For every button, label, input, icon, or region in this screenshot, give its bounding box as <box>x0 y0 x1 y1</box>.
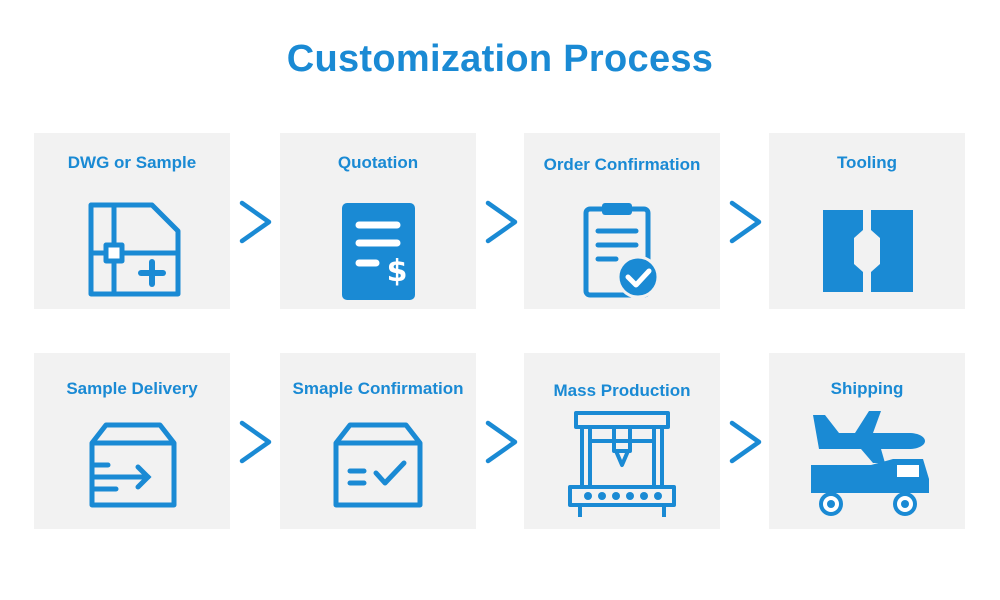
step-card-quotation: Quotation $ <box>280 133 476 309</box>
step-label: Shipping <box>830 379 904 398</box>
step-card-tooling: Tooling <box>769 133 965 309</box>
drawing-icon <box>88 202 181 297</box>
chevron-right-icon <box>729 420 762 464</box>
step-label: DWG or Sample <box>67 153 197 172</box>
box-check-icon <box>333 422 423 508</box>
box-delivery-icon <box>89 422 177 508</box>
svg-text:$: $ <box>387 254 408 289</box>
production-machine-icon <box>568 411 676 517</box>
chevron-right-icon <box>485 200 518 244</box>
step-card-shipping: Shipping <box>769 353 965 529</box>
clipboard-check-icon <box>583 203 660 299</box>
chevron-right-icon <box>485 420 518 464</box>
step-card-dwg-or-sample: DWG or Sample <box>34 133 230 309</box>
step-card-sample-delivery: Sample Delivery <box>34 353 230 529</box>
chevron-right-icon <box>239 420 272 464</box>
step-label: Quotation <box>337 153 419 172</box>
mold-tooling-icon <box>823 210 913 292</box>
step-label: Tooling <box>836 153 898 172</box>
chevron-right-icon <box>729 200 762 244</box>
chevron-right-icon <box>239 200 272 244</box>
step-card-order-confirmation: Order Confirmation <box>524 133 720 309</box>
plane-truck-shipping-icon <box>811 411 929 516</box>
quotation-document-icon: $ <box>342 203 415 300</box>
step-label: Smaple Confirmation <box>292 379 464 398</box>
step-card-mass-production: Mass Production <box>524 353 720 529</box>
step-card-smaple-confirmation: Smaple Confirmation <box>280 353 476 529</box>
step-label: Mass Production <box>553 381 691 400</box>
page-title: Customization Process <box>286 38 714 80</box>
step-label: Sample Delivery <box>66 379 198 398</box>
step-label: Order Confirmation <box>543 155 701 174</box>
